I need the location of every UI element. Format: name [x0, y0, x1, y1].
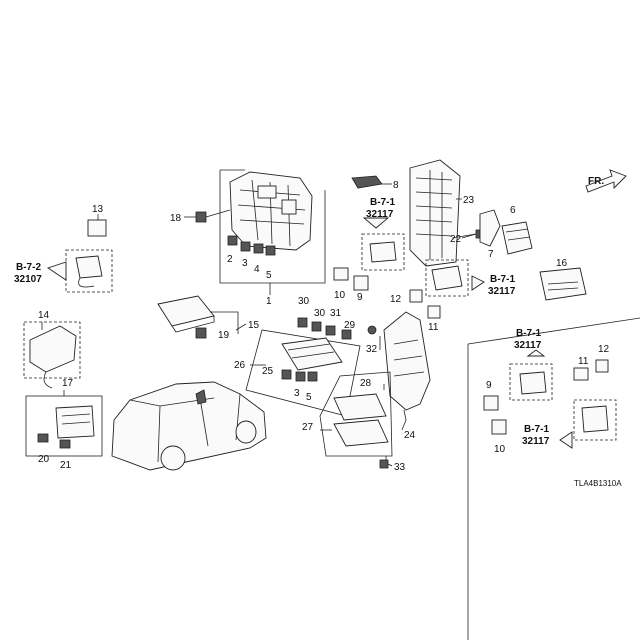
nut-part-32 [367, 325, 377, 335]
front-direction-arrow [585, 169, 627, 193]
connector-group-b72 [46, 249, 113, 293]
bracket-part-7 [479, 209, 501, 247]
callout-14: 14 [38, 310, 50, 321]
callout-16: 16 [556, 258, 568, 269]
callout-18: 18 [170, 213, 182, 224]
vehicle-silhouette [111, 381, 267, 471]
callout-5: 5 [266, 270, 272, 281]
fuse-box-assembly [184, 169, 326, 295]
callout-24: 24 [404, 430, 416, 441]
ref-b71-inset-top-part: 32117 [514, 340, 542, 351]
diagram-code: TLA4B1310A [574, 479, 622, 488]
connector-group-b71-mid [425, 259, 485, 297]
inset-relay-group [467, 317, 640, 640]
leader-lines [41, 214, 477, 467]
ref-b71-top-part: 32117 [366, 209, 394, 220]
ref-b72-left-code: B-7-2 [16, 262, 41, 273]
callout-10: 10 [334, 290, 346, 301]
callout-33: 33 [394, 462, 406, 473]
callout-8: 8 [393, 180, 399, 191]
callout-12-b: 12 [598, 344, 610, 355]
callout-32: 32 [366, 344, 378, 355]
clip-part-19 [195, 327, 207, 339]
callout-6: 6 [510, 205, 516, 216]
callout-25: 25 [262, 366, 274, 377]
box-part-17 [25, 395, 103, 457]
callout-22: 22 [450, 234, 462, 245]
relay-part-9 [353, 275, 369, 291]
callout-1: 1 [266, 296, 272, 307]
callout-13: 13 [92, 204, 104, 215]
callout-11-b: 11 [578, 356, 589, 367]
unit-part-14 [23, 321, 81, 389]
callout-9: 9 [357, 292, 363, 303]
connector-group-b71-top [361, 217, 405, 271]
callout-21: 21 [60, 460, 72, 471]
ref-b71-top-code: B-7-1 [370, 197, 395, 208]
callout-11: 11 [428, 322, 439, 333]
relay-part-13 [87, 219, 107, 237]
callout-3-b: 3 [294, 388, 300, 399]
callout-5-b: 5 [306, 392, 312, 403]
callout-29: 29 [344, 320, 356, 331]
reference-labels: B-7-1 32117 B-7-1 32117 B-7-2 32107 B-7-… [14, 176, 622, 488]
callout-31: 31 [330, 308, 342, 319]
relay-part-12 [409, 289, 423, 303]
callout-7: 7 [488, 249, 494, 260]
callout-12: 12 [390, 294, 402, 305]
callout-20: 20 [38, 454, 50, 465]
callout-3: 3 [242, 258, 248, 269]
bracket-part-24 [383, 311, 431, 421]
ref-b71-mid-part: 32117 [488, 286, 516, 297]
fuse-part-8 [351, 175, 392, 189]
ref-b72-left-part: 32107 [14, 274, 42, 285]
relay-part-11 [427, 305, 441, 319]
callout-23: 23 [463, 195, 475, 206]
relay-block-group-26 [245, 317, 361, 417]
callout-9-b: 9 [486, 380, 492, 391]
callout-30-a: 30 [298, 296, 310, 307]
callout-4: 4 [254, 264, 260, 275]
callout-26: 26 [234, 360, 246, 371]
control-unit-part-15 [157, 295, 239, 334]
callout-27: 27 [302, 422, 314, 433]
callout-10-b: 10 [494, 444, 506, 455]
ref-b71-inset-top-code: B-7-1 [516, 328, 541, 339]
ecu-group-27 [319, 371, 393, 469]
callout-30-b: 30 [314, 308, 326, 319]
fuse-box-cover [409, 159, 462, 267]
callout-19: 19 [218, 330, 230, 341]
callout-2: 2 [227, 254, 233, 265]
callout-labels: 1 2 3 4 5 6 7 8 9 10 11 12 13 14 15 16 1… [38, 180, 610, 473]
module-part-16 [539, 267, 587, 301]
ref-b71-mid-code: B-7-1 [490, 274, 515, 285]
relay-box-part-6 [501, 221, 533, 255]
relay-part-10 [333, 267, 349, 281]
ref-b71-inset-bottom-code: B-7-1 [524, 424, 549, 435]
callout-28: 28 [360, 378, 372, 389]
callout-15: 15 [248, 320, 260, 331]
direction-label: FR. [588, 176, 604, 187]
callout-17: 17 [62, 378, 74, 389]
ref-b71-inset-bottom-part: 32117 [522, 436, 550, 447]
